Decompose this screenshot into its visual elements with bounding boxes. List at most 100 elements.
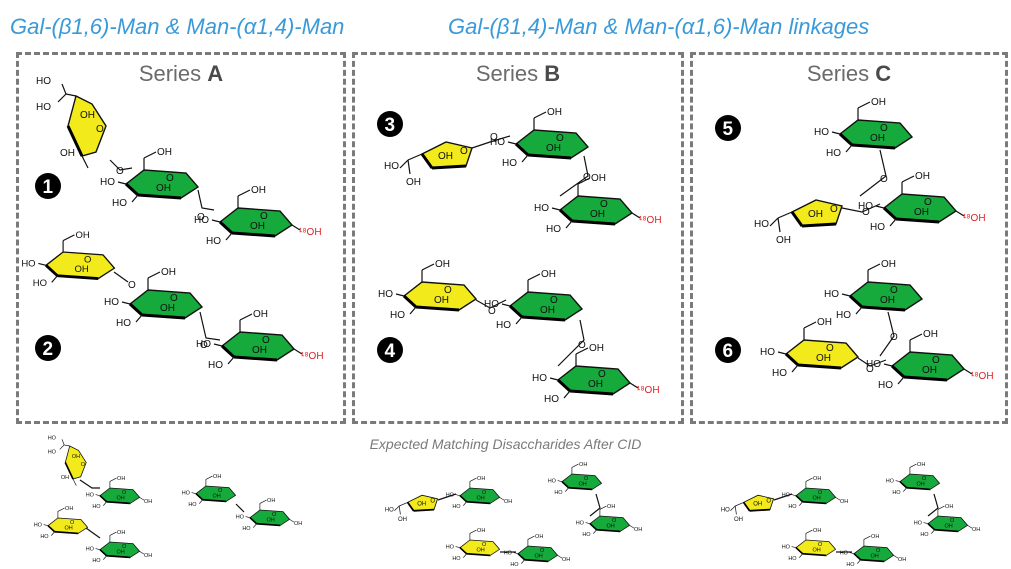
- ch2oh-label: OH: [813, 476, 821, 482]
- series-a-panel: Series A: [16, 52, 346, 424]
- ring-oh-label: OH: [117, 550, 125, 556]
- ho-label: HO: [21, 258, 35, 269]
- glycosidic-oxygen-label: O: [862, 207, 870, 218]
- ho-label: HO: [452, 504, 461, 510]
- oh-label: OH: [406, 177, 421, 188]
- glycosidic-bond-6b: [857, 357, 887, 367]
- series-c-panel: Series C: [690, 52, 1008, 424]
- ho-label: HO: [206, 236, 221, 247]
- oh-label: OH: [776, 235, 791, 246]
- ch2oh-label: OH: [817, 317, 832, 328]
- ho-label: HO: [34, 522, 43, 528]
- glycosidic-oxygen-label: O: [490, 132, 498, 143]
- ho-label: HO: [92, 558, 101, 564]
- ho-label: HO: [754, 219, 769, 230]
- ring-oxygen-label: O: [96, 124, 104, 135]
- linkage-title-right: Gal-(β1,4)-Man & Man-(α1,6)-Man linkages: [448, 14, 870, 39]
- oh-label: OH: [898, 557, 906, 563]
- ch2oh-label: OH: [871, 534, 879, 540]
- series-b-title: Series B: [475, 61, 561, 86]
- oh-label: OH: [61, 475, 69, 481]
- ho-label: HO: [116, 318, 131, 329]
- glycosidic-bond-5: [859, 149, 887, 197]
- ch2oh-label: OH: [813, 528, 821, 534]
- ho-label: HO: [36, 76, 51, 87]
- series-a-title: Series A: [138, 61, 224, 86]
- ring-oxygen-label: O: [924, 197, 932, 208]
- ho-label: HO: [870, 222, 885, 233]
- ring-oxygen-label: O: [598, 369, 606, 380]
- ho-label: HO: [510, 562, 519, 568]
- ch2oh-label: OH: [547, 107, 562, 118]
- ring-oh-label: OH: [72, 454, 80, 460]
- cid-bond-b1: [437, 493, 457, 501]
- ring-oh-label: OH: [438, 151, 453, 162]
- glycosidic-oxygen-label: O: [583, 172, 591, 183]
- ho-label: HO: [826, 148, 841, 159]
- ho-label: HO: [208, 360, 223, 371]
- ring-oxygen-label: O: [922, 476, 927, 482]
- compound-badge-5-number: 5: [723, 119, 734, 140]
- ho-label: HO: [446, 544, 455, 550]
- ring-oh-label: OH: [535, 554, 543, 560]
- ho-label: HO: [892, 490, 901, 496]
- ch2oh-label: OH: [591, 173, 606, 184]
- ho-label: HO: [544, 394, 559, 405]
- ring-oxygen-label: O: [584, 476, 589, 482]
- ring-oh-label: OH: [914, 207, 929, 218]
- ring-oxygen-label: O: [260, 211, 268, 222]
- ch2oh-label: OH: [541, 269, 556, 280]
- ho-label: HO: [920, 532, 929, 538]
- ho-label: HO: [48, 435, 57, 441]
- ring-oxygen-label: O: [818, 542, 823, 548]
- ho-label: HO: [878, 380, 893, 391]
- ho-label: HO: [866, 359, 881, 370]
- ho-label: HO: [390, 310, 405, 321]
- glycosidic-oxygen-label: O: [197, 212, 205, 223]
- ring-oh-label: OH: [588, 379, 603, 390]
- ring-oh-label: OH: [871, 554, 879, 560]
- glycosidic-bond-1b: [197, 189, 215, 211]
- ho-label: HO: [496, 320, 511, 331]
- oh-label: OH: [734, 517, 743, 523]
- ch2oh-label: OH: [157, 147, 172, 158]
- ho-label: HO: [242, 526, 251, 532]
- ring-oxygen-label: O: [766, 498, 771, 504]
- ring-oh-label: OH: [546, 143, 561, 154]
- reducing-end-18oh-label: ¹⁸OH: [639, 215, 662, 226]
- ring-oxygen-label: O: [880, 123, 888, 134]
- oh-label: OH: [840, 499, 848, 505]
- ch2oh-label: OH: [589, 343, 604, 354]
- ho-label: HO: [484, 299, 499, 310]
- ch2oh-label: OH: [435, 259, 450, 270]
- ho-label: HO: [788, 504, 797, 510]
- ho-label: HO: [814, 127, 829, 138]
- ch2oh-label: OH: [253, 309, 268, 320]
- reducing-end-18oh-label: ¹⁸OH: [963, 213, 986, 224]
- ring-oh-label: OH: [477, 548, 485, 554]
- ho-label: HO: [182, 490, 191, 496]
- ho-label: HO: [502, 158, 517, 169]
- ho-label: HO: [840, 550, 849, 556]
- ring-oh-label: OH: [945, 524, 953, 530]
- ho-label: HO: [760, 347, 775, 358]
- ring-oxygen-label: O: [262, 335, 270, 346]
- ring-oh-label: OH: [65, 526, 73, 532]
- ho-label: HO: [48, 450, 57, 456]
- ring-oxygen-label: O: [932, 355, 940, 366]
- ho-label: HO: [384, 161, 399, 172]
